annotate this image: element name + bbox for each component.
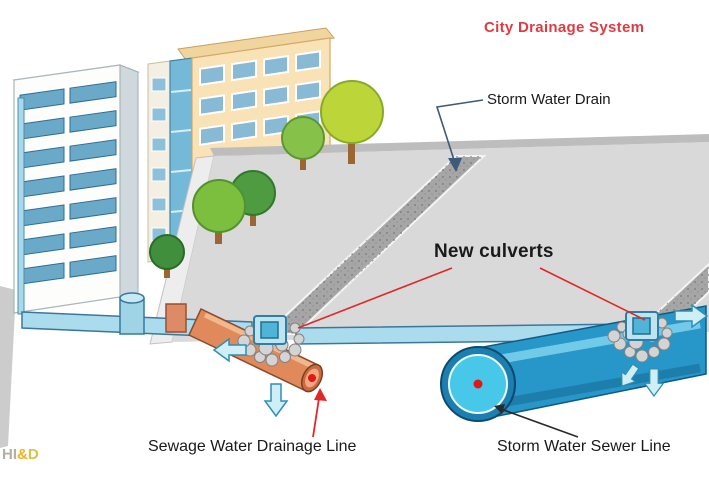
- new-culverts-leaders: [297, 267, 646, 329]
- far-curb: [210, 134, 709, 156]
- ground-shading: [0, 286, 16, 448]
- flow-arrow-down-icon: [264, 383, 288, 417]
- sewage-pipe-center-dot: [308, 374, 316, 382]
- cream-building-wing-windows: [151, 77, 167, 242]
- white-building: [12, 64, 140, 314]
- watermark-hi: HI: [2, 446, 17, 463]
- watermark-ampersand: &: [17, 446, 28, 463]
- road: [149, 134, 709, 345]
- tree-trunk: [215, 226, 222, 244]
- storm-sewer-leader: [494, 404, 579, 438]
- trees: [149, 80, 384, 278]
- tree: [320, 80, 384, 144]
- storm-water-drain-label: Storm Water Drain: [487, 91, 611, 108]
- tree-trunk: [164, 264, 170, 278]
- inspection-chamber: [119, 297, 145, 335]
- tree-trunk: [348, 136, 355, 164]
- right-culvert: [607, 311, 673, 363]
- watermark: HI&D: [2, 446, 39, 463]
- storm-sewer-line-label: Storm Water Sewer Line: [497, 438, 671, 455]
- watermark-d: D: [27, 446, 39, 463]
- sewage-line-leader: [312, 388, 327, 438]
- sewage-riser: [165, 303, 187, 333]
- left-culvert: [237, 315, 305, 367]
- tree-trunk: [300, 152, 306, 170]
- sewage-line-label: Sewage Water Drainage Line: [148, 438, 357, 455]
- tree-trunk: [250, 210, 256, 226]
- road-surface: [172, 142, 709, 342]
- tree: [281, 116, 325, 160]
- storm-drain-leader: [435, 99, 484, 172]
- new-culverts-label: New culverts: [434, 241, 554, 262]
- downspout-pipe: [17, 97, 25, 315]
- tree: [192, 179, 246, 233]
- inspection-chamber-top: [119, 292, 145, 304]
- diagram-title: City Drainage System: [484, 19, 645, 36]
- storm-pipe-center-dot: [473, 379, 483, 389]
- white-building-windows: [19, 81, 117, 285]
- tree: [149, 234, 185, 270]
